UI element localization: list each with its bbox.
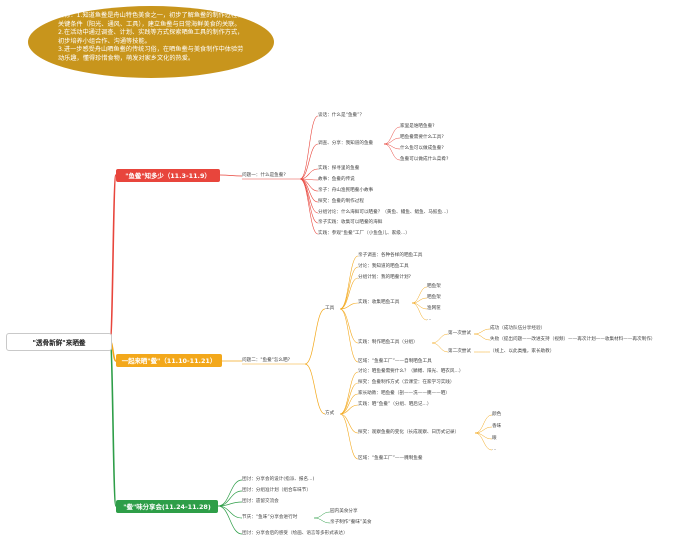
b1-item-connector <box>299 143 319 180</box>
b2-tools-item-connector <box>339 266 359 310</box>
b2-attempt-2-connector <box>431 342 449 353</box>
b2-tools-item[interactable]: 实践：制作晒鱼工具（分组） <box>358 340 418 345</box>
b2-method-item[interactable]: 区域：“鱼鲞工厂”——腌制鱼鲞 <box>358 456 423 461</box>
b3-sub-item[interactable]: 园内美食分享 <box>330 509 358 514</box>
b2-observe-item[interactable]: 香味 <box>492 424 502 429</box>
b1-sub-item[interactable]: 鱼鲞可以做成什么菜肴? <box>400 157 449 162</box>
b2-method-item[interactable]: 家长助教：晒鱼鲞（剖——洗——腌——晒） <box>358 391 450 396</box>
b2-method-item-connector <box>339 393 359 415</box>
branch-3-title[interactable]: "鲞"味分享会(11.24-11.28) <box>116 500 218 513</box>
b2-method[interactable]: 方式 <box>325 411 335 416</box>
b2-observe-connector <box>474 432 493 451</box>
b2-tools-item-connector <box>339 308 359 344</box>
b2-method-item-connector <box>339 371 359 415</box>
b1-sub-item[interactable]: 家里是谁晒鱼鲞? <box>400 124 435 129</box>
b1-question-connector <box>219 174 243 177</box>
goal-bubble: 目标：1.知道鱼鲞是舟山特色美食之一，初步了解鱼鲞的制作过程和关键条件（阳光、通… <box>28 6 274 78</box>
b2-collect-connector <box>411 286 428 304</box>
b2-collect-item[interactable]: ... <box>427 317 432 322</box>
b1-item[interactable]: 亲子：舟山渔民晒鲞小故事 <box>318 188 374 193</box>
b2-tools-item[interactable]: 分组计划：我的晒鲞计划? <box>358 275 411 280</box>
b3-item[interactable]: 节庆：“鱼味”分享会进行时 <box>242 515 298 520</box>
b2-method-item[interactable]: 探究：观察鱼鲞的变化（长成观察、日历式记录） <box>358 430 460 435</box>
b3-item[interactable]: 团讨：分组准计划（组合车味节） <box>242 488 311 493</box>
b2-tools-item-connector <box>339 277 359 310</box>
b2-collect-item[interactable]: 晒鱼架 <box>427 284 441 289</box>
b2-tools-item[interactable]: 亲子调查：各种各样的晒鱼工具 <box>358 253 423 258</box>
b2-method-item-connector <box>339 413 359 460</box>
b2-result[interactable]: 失败（提出问题——改进支持（视频）——再次计划——收集材料——再次制作） <box>490 337 656 342</box>
b2-method-item-connector <box>339 413 359 434</box>
b2-result-connector <box>473 328 491 335</box>
b2-observe-connector <box>474 414 493 434</box>
b2-observe-item[interactable]: 颜色 <box>492 412 502 417</box>
b2-collect-connector <box>411 302 428 321</box>
b3-item[interactable]: 团讨：遗留交流会 <box>242 499 279 504</box>
b2-tools-item[interactable]: 实践：收集晒鱼工具 <box>358 300 400 305</box>
b2-observe-item[interactable]: ... <box>492 447 497 452</box>
b1-item[interactable]: 调查、分享：我知道的鱼鲞 <box>318 141 374 146</box>
b2-result-connector <box>473 333 491 341</box>
b1-item-connector <box>299 115 319 180</box>
b2-observe-item[interactable]: 眼 <box>492 436 497 441</box>
b2-method-item[interactable]: 讨论：晒鱼鲞需要什么？（鳞鳍、阳光、晒衣风...） <box>358 369 464 374</box>
b3-sub-connector <box>313 511 331 519</box>
b3-sub-item[interactable]: 亲子制作“鲞味”美食 <box>330 520 372 525</box>
b2-tools-item[interactable]: 讨论：我知道的晒鱼工具 <box>358 264 409 269</box>
b2-method-item[interactable]: 实践：晒“鱼鲞”（分组、晒后记...） <box>358 402 432 407</box>
b1-sub-connector <box>383 137 401 145</box>
b1-question[interactable]: 问题一：什么是鱼鲞? <box>242 173 286 178</box>
b1-item[interactable]: 实践：探寻里的鱼鲞 <box>318 166 360 171</box>
branch-2-title[interactable]: 一起来晒"鲞"（11.10-11.21） <box>116 354 222 367</box>
b3-item-connector <box>217 505 243 535</box>
b2-tools-connector <box>304 308 326 365</box>
b2-method-item-connector <box>339 404 359 415</box>
goal-line-3: 3.进一步感受舟山晒鱼鲞的传统习俗，在晒鱼鲞与美食制作中体验劳动乐趣，懂得珍惜食… <box>58 46 244 62</box>
b1-item[interactable]: 分组讨论：什么海鲜可以晒鲞？（黄鱼、鳗鱼、鲳鱼、马鲛鱼...） <box>318 210 452 215</box>
b1-item[interactable]: 亲子实践：收集可以晒鲞的海鲜 <box>318 220 383 225</box>
b2-attempt-2[interactable]: 第二次尝试 <box>448 349 471 354</box>
b2-observe-connector <box>474 426 493 434</box>
b1-item-connector <box>299 168 319 180</box>
b1-item[interactable]: 故事：鱼鲞的传说 <box>318 177 355 182</box>
goal-line-2: 2.在活动中通过调查、计划、实践等方式探索晒鱼工具的制作方式，初步培养小组合作、… <box>58 29 244 45</box>
b1-item[interactable]: 探究：鱼鲞的制作过程 <box>318 199 364 204</box>
goal-line-1: 目标：1.知道鱼鲞是舟山特色美食之一，初步了解鱼鲞的制作过程和关键条件（阳光、通… <box>58 12 244 28</box>
b1-sub-connector <box>383 126 401 145</box>
root-to-b1-connector <box>109 174 117 342</box>
b2-collect-connector <box>411 297 428 304</box>
b2-method-item-connector <box>339 382 359 415</box>
b3-item-connector <box>217 479 243 507</box>
b1-sub-item[interactable]: 晒鱼鲞需要什么工具? <box>400 135 444 140</box>
b2-tools-item-connector <box>339 255 359 310</box>
b2-attempt-1[interactable]: 第一次尝试 <box>448 331 471 336</box>
b2-tools[interactable]: 工具 <box>325 306 335 311</box>
b2-observe-connector <box>474 432 493 440</box>
b3-item[interactable]: 团讨：分享会后的感受（绘画、语言等多形式表达） <box>242 531 348 536</box>
b3-sub-connector <box>313 517 331 524</box>
b2-collect-item[interactable]: 渔网筐 <box>427 306 441 311</box>
b3-item[interactable]: 团讨：分享会的设计(指派、报名...) <box>242 477 315 482</box>
b2-question[interactable]: 问题二："鱼鲞"怎么晒? <box>242 358 291 363</box>
branch-1-title[interactable]: "鱼鲞"知多少（11.3-11.9） <box>116 169 220 182</box>
b2-result[interactable]: 成功（成功队伍分享经验） <box>490 326 546 331</box>
root-node[interactable]: "透骨新鲜"来晒鲞 <box>6 333 112 351</box>
b1-item[interactable]: 谈话：什么是“鱼鲞”？ <box>318 113 365 118</box>
b1-item[interactable]: 实践：参观“鱼鲞”工厂（小鱼鱼儿、家级...） <box>318 231 410 236</box>
b2-collect-item[interactable]: 晒鱼架 <box>427 295 441 300</box>
b1-item-connector <box>299 178 319 235</box>
b2-attempt-1-connector <box>431 333 449 344</box>
b2-tools-item[interactable]: 区域：“鱼鲞工厂”——自制晒鱼工具 <box>358 359 432 364</box>
b1-sub-connector <box>383 143 401 161</box>
root-to-b3-connector <box>109 340 117 507</box>
b2-method-connector <box>304 363 326 415</box>
b3-item-connector <box>217 505 243 519</box>
b2-result[interactable]: （线上、以此类推，家长助教） <box>490 349 555 354</box>
b2-tools-item-connector <box>339 302 359 310</box>
b1-sub-item[interactable]: 什么鱼可以做成鱼鲞? <box>400 146 444 151</box>
b2-tools-item-connector <box>339 308 359 363</box>
b2-method-item[interactable]: 探究：鱼鲞制作方式（云课堂：在家学习实践） <box>358 380 455 385</box>
